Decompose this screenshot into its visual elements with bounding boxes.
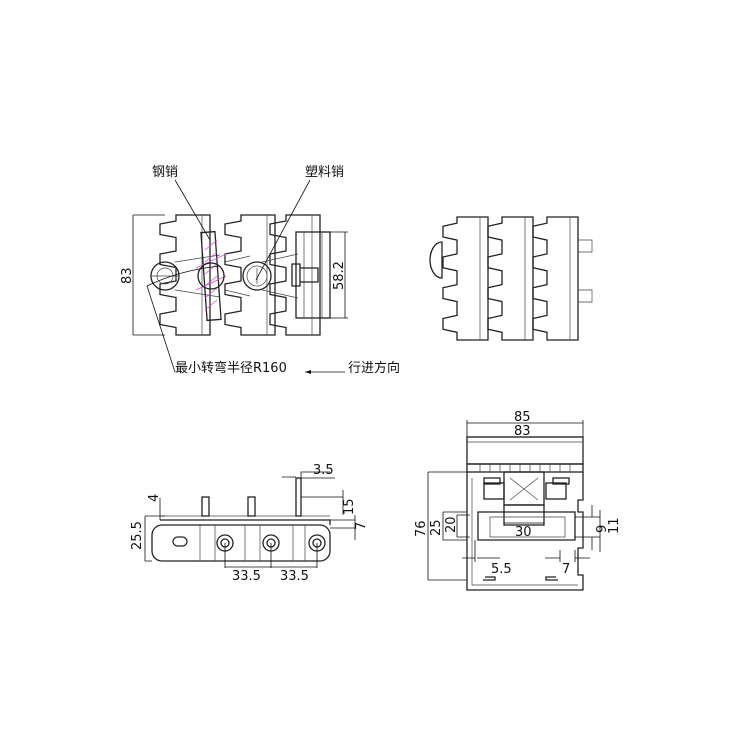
plastic-pin [242,261,272,291]
end-cap [295,231,331,319]
link-plate [224,214,276,336]
eyelet-lobe [429,241,443,279]
dim-25-5: 25.5 [130,521,145,550]
side-view: 3.5 4 15 25.5 7 33.5 33.5 [130,463,369,584]
frame-profile [466,472,584,591]
link-plate [487,216,534,341]
link-plate [442,216,489,341]
dim-20: 20 [444,516,459,533]
dim-58-2: 58.2 [332,261,347,290]
dim-9: 9 [595,525,610,533]
tall-fin [295,477,302,517]
teeth-row [466,463,584,473]
dim-4: 4 [147,494,162,502]
fin [247,496,256,517]
top-view: 钢销 塑料销 最小转弯半径R160 行进方向 83 58.2 [120,165,400,376]
dim-83-section: 83 [514,424,531,439]
link-plate [159,214,211,336]
chain-body [151,524,331,562]
steel-pin-label: 钢销 [152,165,178,180]
dim-5-5: 5.5 [491,562,512,577]
top-plate [466,436,584,465]
dim-pitch-1: 33.5 [232,569,261,584]
dim-7-side: 7 [354,522,369,530]
rail-channel [477,511,576,541]
dim-7-section: 7 [562,562,570,577]
dim-25: 25 [429,519,444,536]
dim-85: 85 [514,410,531,425]
dim-76: 76 [414,520,429,537]
steel-pin [200,230,222,322]
plastic-pin-label: 塑料销 [305,165,344,180]
dim-30: 30 [515,525,532,540]
link-plate [269,214,321,336]
dim-pitch-2: 33.5 [280,569,309,584]
link-plate [532,216,579,341]
dim-11: 11 [607,517,622,534]
fin [201,496,210,517]
eyelet-hole [150,261,180,291]
dim-3-5: 3.5 [313,463,334,478]
guide-block [503,471,545,506]
slot [172,536,188,547]
dim-15: 15 [342,498,357,515]
direction-label: 行进方向 [348,360,400,376]
carrier-block [483,482,505,500]
dim-83: 83 [120,267,135,284]
min-radius-label: 最小转弯半径R160 [175,360,287,376]
section-view: 85 83 76 25 20 30 9 11 5.5 7 [414,410,622,591]
bottom-view [429,216,593,341]
